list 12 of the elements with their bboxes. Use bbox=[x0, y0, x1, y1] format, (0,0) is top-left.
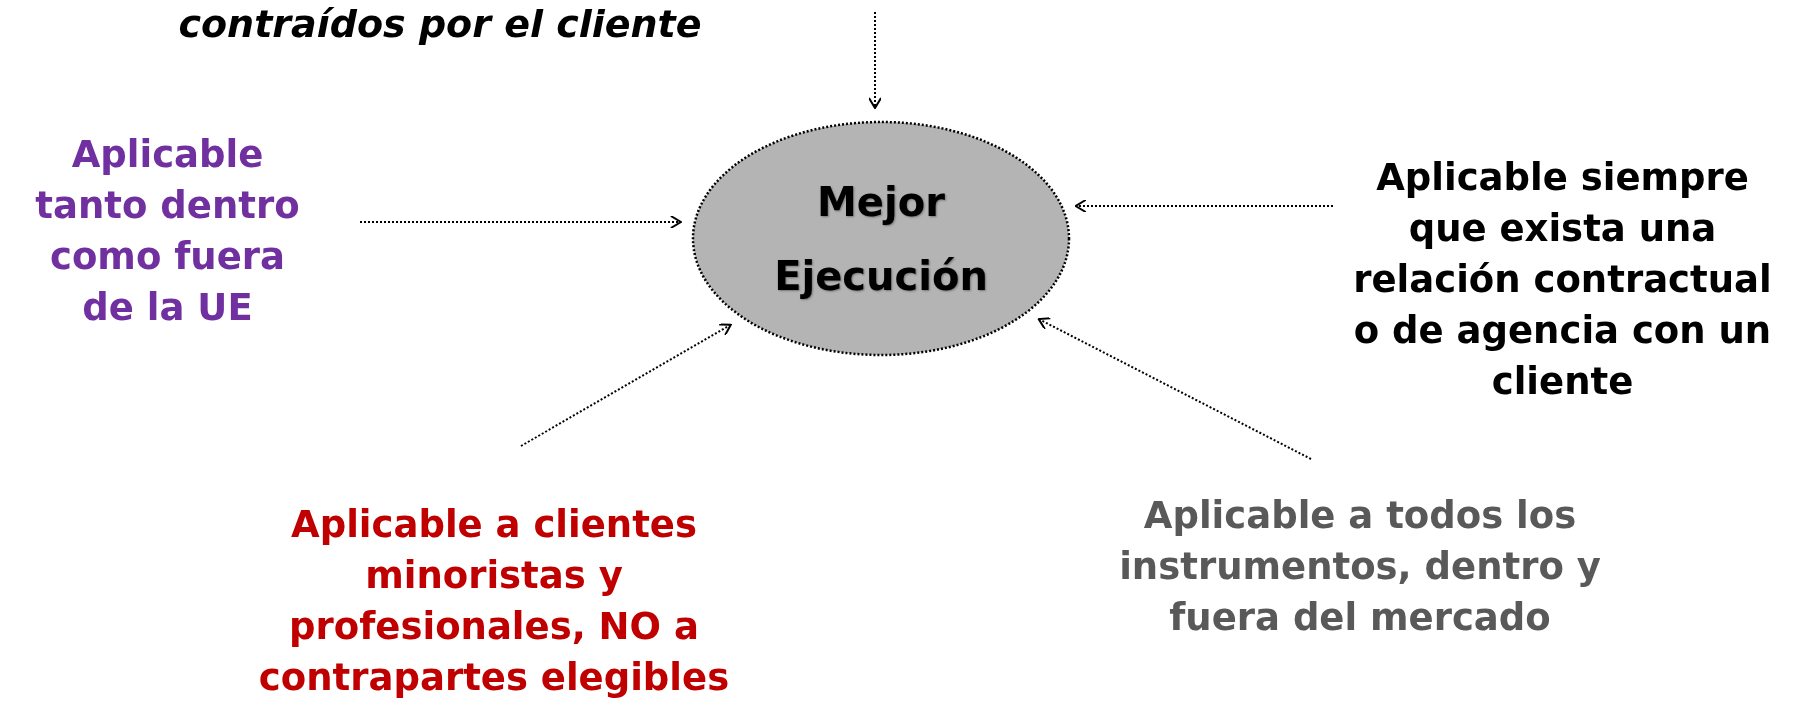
arrow bbox=[868, 11, 882, 110]
ellipse-node bbox=[691, 120, 1071, 357]
note-text: Aplicable tanto dentro como fuera de la UE bbox=[34, 132, 301, 331]
arrow bbox=[520, 323, 732, 447]
node-label: Mejor Ejecución bbox=[773, 177, 989, 301]
note-text: Aplicable a clientes minoristas y profesionales, NO a contrapartes elegibles bbox=[257, 501, 731, 701]
note-text: Aplicable a todos los instrumentos, dentro y fuera del mercado bbox=[1118, 492, 1602, 641]
note-text: contraídos por el cliente bbox=[178, 2, 702, 46]
arrow bbox=[1037, 317, 1312, 460]
arrow bbox=[1074, 199, 1334, 213]
note-text: Aplicable siempre que exista una relación contractual o de agencia con un cliente bbox=[1352, 154, 1773, 405]
arrow bbox=[359, 215, 682, 229]
